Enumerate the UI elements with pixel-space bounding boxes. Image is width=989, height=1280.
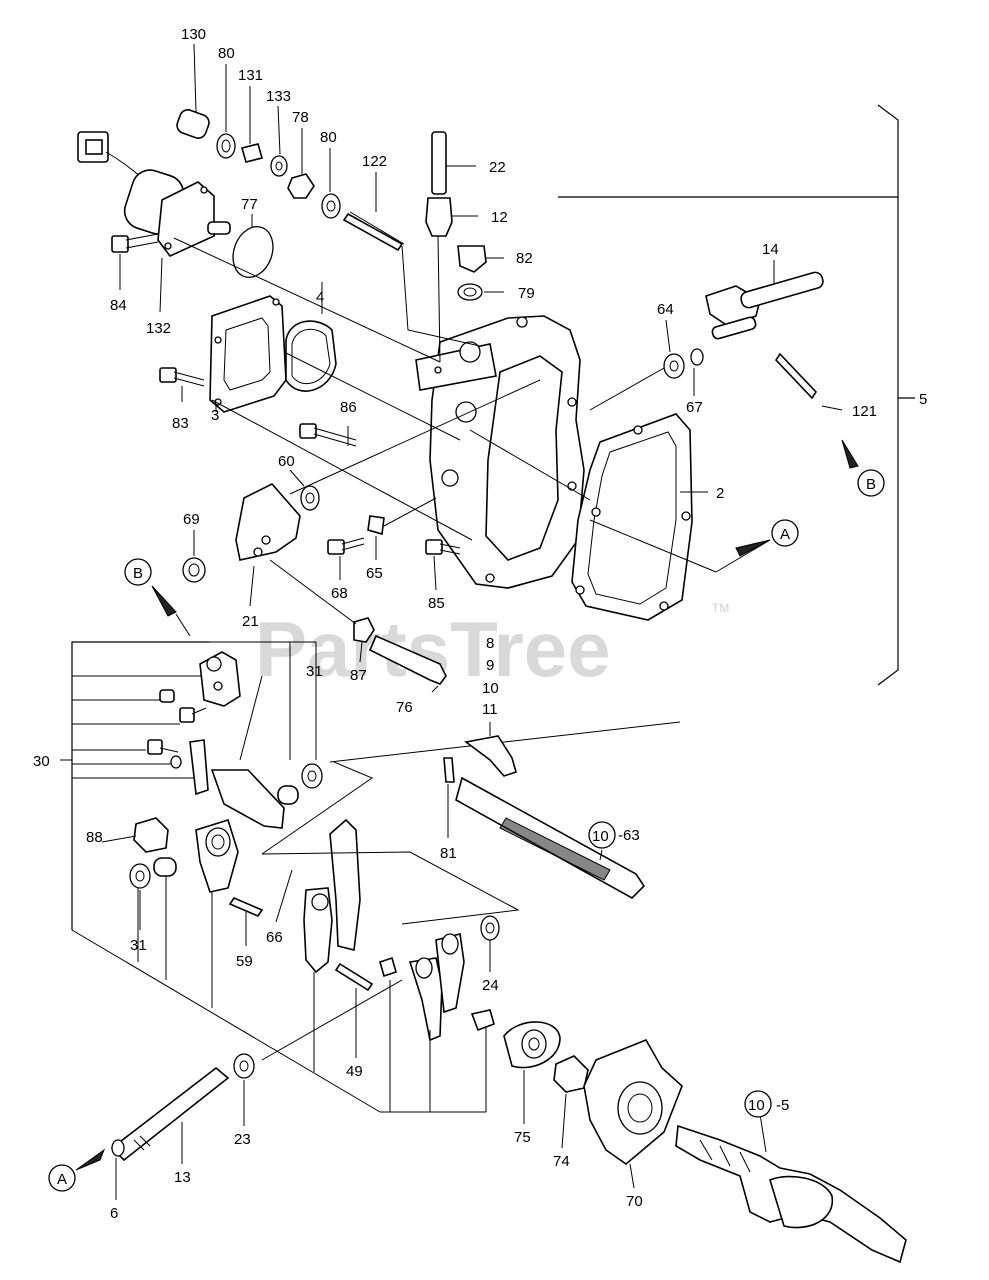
callout-86: 86 [340,399,357,416]
callout-74: 74 [553,1153,570,1170]
ref-a-left-circle [48,1164,76,1192]
callout-6: 6 [110,1205,118,1222]
callout-65: 65 [366,565,383,582]
ref-b-top: B [866,476,876,493]
callout-83: 83 [172,415,189,432]
callout-2: 2 [716,485,724,502]
callout-81: 81 [440,845,457,862]
upper-hardware [342,131,487,301]
callout-87: 87 [350,667,367,684]
leader-lines-upper [119,165,843,693]
callout-14: 14 [762,241,779,258]
watermark-trademark: TM [712,601,729,615]
ref-b-top-circle [857,469,885,497]
group-bracket [558,104,915,686]
cover-plate [159,295,337,413]
callout-132: 132 [146,320,171,337]
ref-a-left: A [57,1171,67,1188]
callout-10: 10 [482,680,499,697]
callout-69: 69 [183,511,200,528]
callout-22: 22 [489,159,506,176]
callout-63: -63 [618,827,640,844]
ref-b-left-circle [124,558,152,586]
callout-122: 122 [362,153,387,170]
ref-10-a-circle [588,821,616,849]
callout-31b: 31 [130,937,147,954]
reference-markers: B A B A 10 10 [48,439,885,1192]
callout-82: 82 [516,250,533,267]
lower-bracket [60,641,381,1113]
callout-70: 70 [626,1193,643,1210]
callout-9: 9 [486,657,494,674]
callout-4: 4 [316,289,324,306]
callout-24: 24 [482,977,499,994]
callout-5: 5 [919,391,927,408]
leader-lines-lower [101,722,767,1200]
callout-11: 11 [482,701,498,718]
top-small-parts [176,109,341,219]
lower-left-hardware [129,817,177,889]
callout-130: 130 [181,26,206,43]
callout-79: 79 [518,285,535,302]
callout-80: 80 [218,45,235,62]
lower-levers [147,651,323,893]
callout-64: 64 [657,301,674,318]
governor-shaft [110,1053,255,1162]
solenoid [77,131,231,257]
lever-assembly-upper [182,423,461,685]
callout-49: 49 [346,1063,363,1080]
callout-60: 60 [278,453,295,470]
callout-66: 66 [266,929,283,946]
ref-a-right-circle [771,519,799,547]
callout-23: 23 [234,1131,251,1148]
callout-13: 13 [174,1169,191,1186]
control-rack [329,721,681,899]
ref-10-a: 10 [592,828,609,845]
callout-88: 88 [86,829,103,846]
lever-shaft [663,271,824,400]
callout-68: 68 [331,585,348,602]
ref-a-right: A [780,526,790,543]
governor-gear-crank [503,1021,907,1264]
ref-b-left: B [133,565,143,582]
callout-121: 121 [852,403,877,420]
gasket [571,413,693,621]
oring-and-bolt [111,226,274,278]
callout-131: 131 [238,67,263,84]
callout-12: 12 [491,209,508,226]
callout-labels: 130 80 131 133 78 80 122 22 12 82 79 14 … [33,26,927,1222]
callout-21: 21 [242,613,259,630]
callout-30: 30 [33,753,50,770]
callout-67: 67 [686,399,703,416]
callout-59: 59 [236,953,253,970]
callout-85: 85 [428,595,445,612]
assembly-planes [261,761,520,1113]
callout-31: 31 [306,663,323,680]
callout-75: 75 [514,1129,531,1146]
callout-76: 76 [396,699,413,716]
callout-77: 77 [241,196,258,213]
callout-8: 8 [486,635,494,652]
leader-lines-top [193,43,775,556]
callout-3: 3 [211,407,219,424]
callout-133: 133 [266,88,291,105]
callout-84: 84 [110,297,127,314]
callout-78: 78 [292,109,309,126]
callout-80b: 80 [320,129,337,146]
ref-10-b-circle [744,1090,772,1118]
callout-5b: -5 [776,1097,789,1114]
ref-10-b: 10 [748,1097,765,1114]
